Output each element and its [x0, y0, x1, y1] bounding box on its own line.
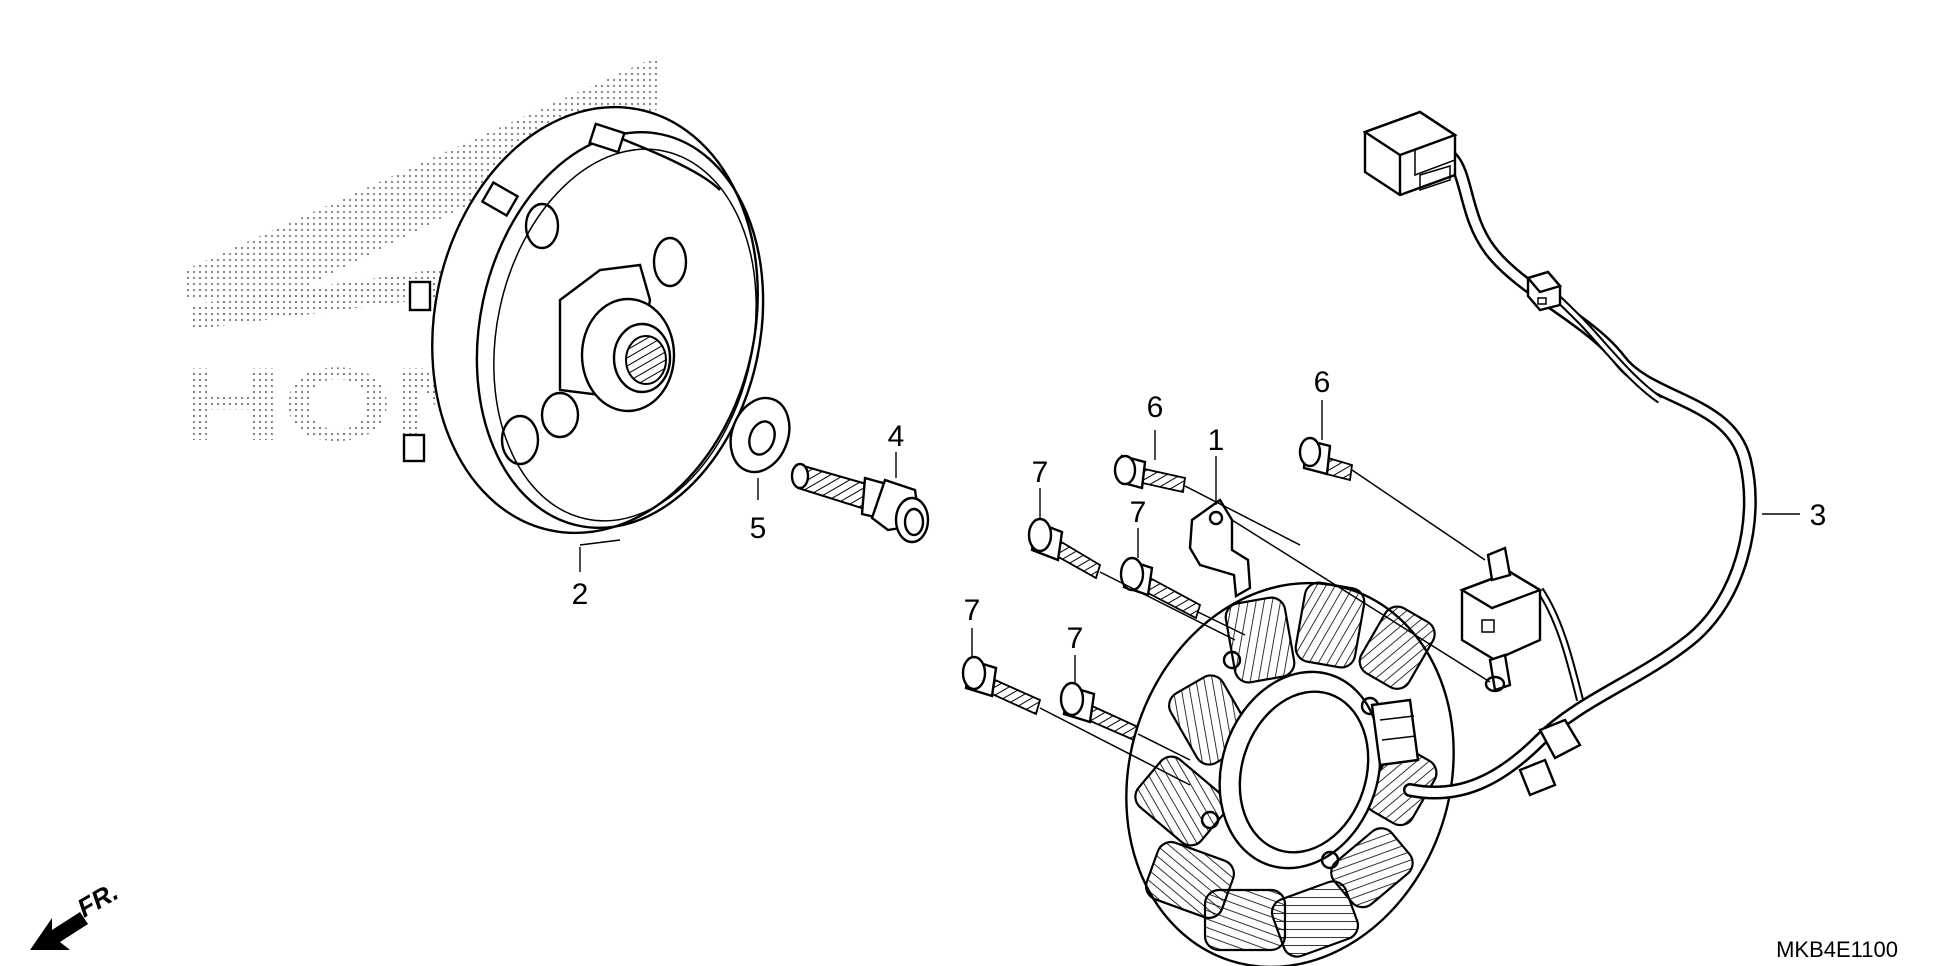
part-7-bolt-c	[961, 655, 1042, 716]
callout-4: 4	[888, 420, 905, 453]
callout-leaders	[579, 400, 1800, 786]
part-3-wire-harness	[1403, 143, 1757, 800]
callout-5: 5	[750, 512, 767, 545]
part-7-bolt-a	[1027, 517, 1102, 580]
part-7-bolt-b	[1119, 556, 1202, 620]
part-2-flywheel	[402, 105, 765, 546]
part-3-pulse-sensor	[1459, 546, 1543, 693]
part-6-bolt-right	[1298, 436, 1353, 482]
part-4-bolt	[790, 462, 930, 544]
callout-6-right: 6	[1314, 366, 1331, 399]
part-3-small-connector	[1525, 270, 1563, 312]
callout-2: 2	[572, 578, 589, 611]
callout-7-d: 7	[1067, 622, 1084, 655]
part-3-main-connector	[1362, 110, 1458, 197]
part-6-bolt-left	[1113, 454, 1187, 494]
part-1-bracket	[1188, 498, 1252, 598]
part-7-bolt-d	[1059, 681, 1140, 742]
callout-7-b: 7	[1130, 496, 1147, 529]
diagram-code: MKB4E1100	[1776, 937, 1898, 962]
callout-7-a: 7	[1032, 456, 1049, 489]
callout-3: 3	[1810, 499, 1827, 532]
front-direction-arrow: FR.	[30, 876, 123, 950]
part-3-stator	[1125, 581, 1455, 966]
part-5-washer	[729, 396, 791, 474]
callout-7-c: 7	[964, 594, 981, 627]
callout-6-left: 6	[1147, 391, 1164, 424]
callout-1: 1	[1208, 424, 1225, 457]
